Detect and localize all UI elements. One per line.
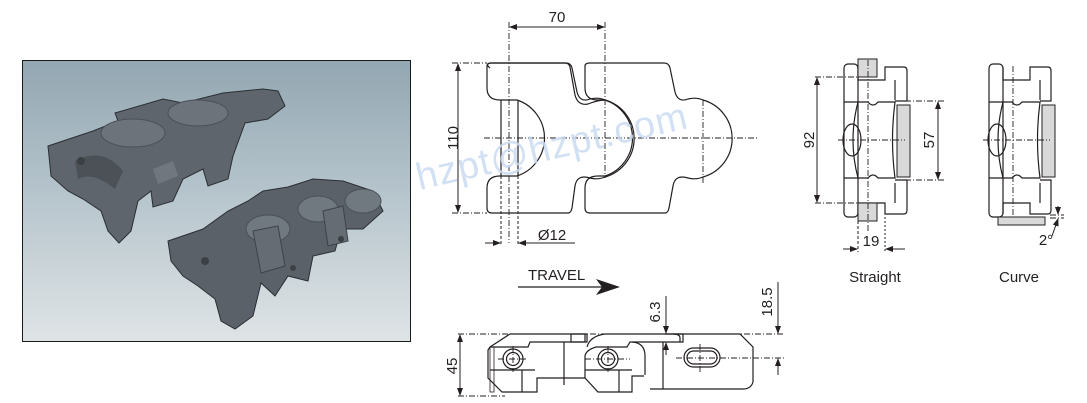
upper-chain-link [47,88,286,244]
top-view [486,62,733,214]
lower-chain-link [167,178,384,330]
pin-diameter-dimension: Ø12 [538,227,566,244]
chain-links-illustration [47,88,384,330]
wear-strip-dimension: 19 [863,233,880,250]
side-view-dimensions [457,282,781,396]
inner-width-dimension: 57 [921,132,938,149]
product-photo [22,60,411,342]
width-dimension: 110 [445,126,462,150]
top-plate-dimension: 6.3 [647,302,664,323]
height-dimension: 45 [444,358,461,375]
curve-caption: Curve [999,269,1039,286]
side-view-centerlines [458,333,785,397]
top-view-dimensions [455,24,605,246]
overall-width-dimension: 92 [801,132,818,149]
straight-view-dimensions [814,77,941,252]
angle-dimension: 2° [1039,232,1053,249]
travel-label: TRAVEL [528,267,585,284]
side-view [487,333,754,393]
pin-height-dimension: 18.5 [759,287,776,316]
travel-arrow [518,279,620,295]
pitch-dimension: 70 [549,9,566,26]
top-view-centerlines [452,22,758,243]
curve-view-dimensions [1051,206,1061,237]
straight-view [842,63,908,218]
curve-view-wear-strips [997,104,1056,226]
curve-view-centerlines [983,66,1064,219]
straight-caption: Straight [849,269,902,286]
straight-view-wear-strips [857,58,911,222]
